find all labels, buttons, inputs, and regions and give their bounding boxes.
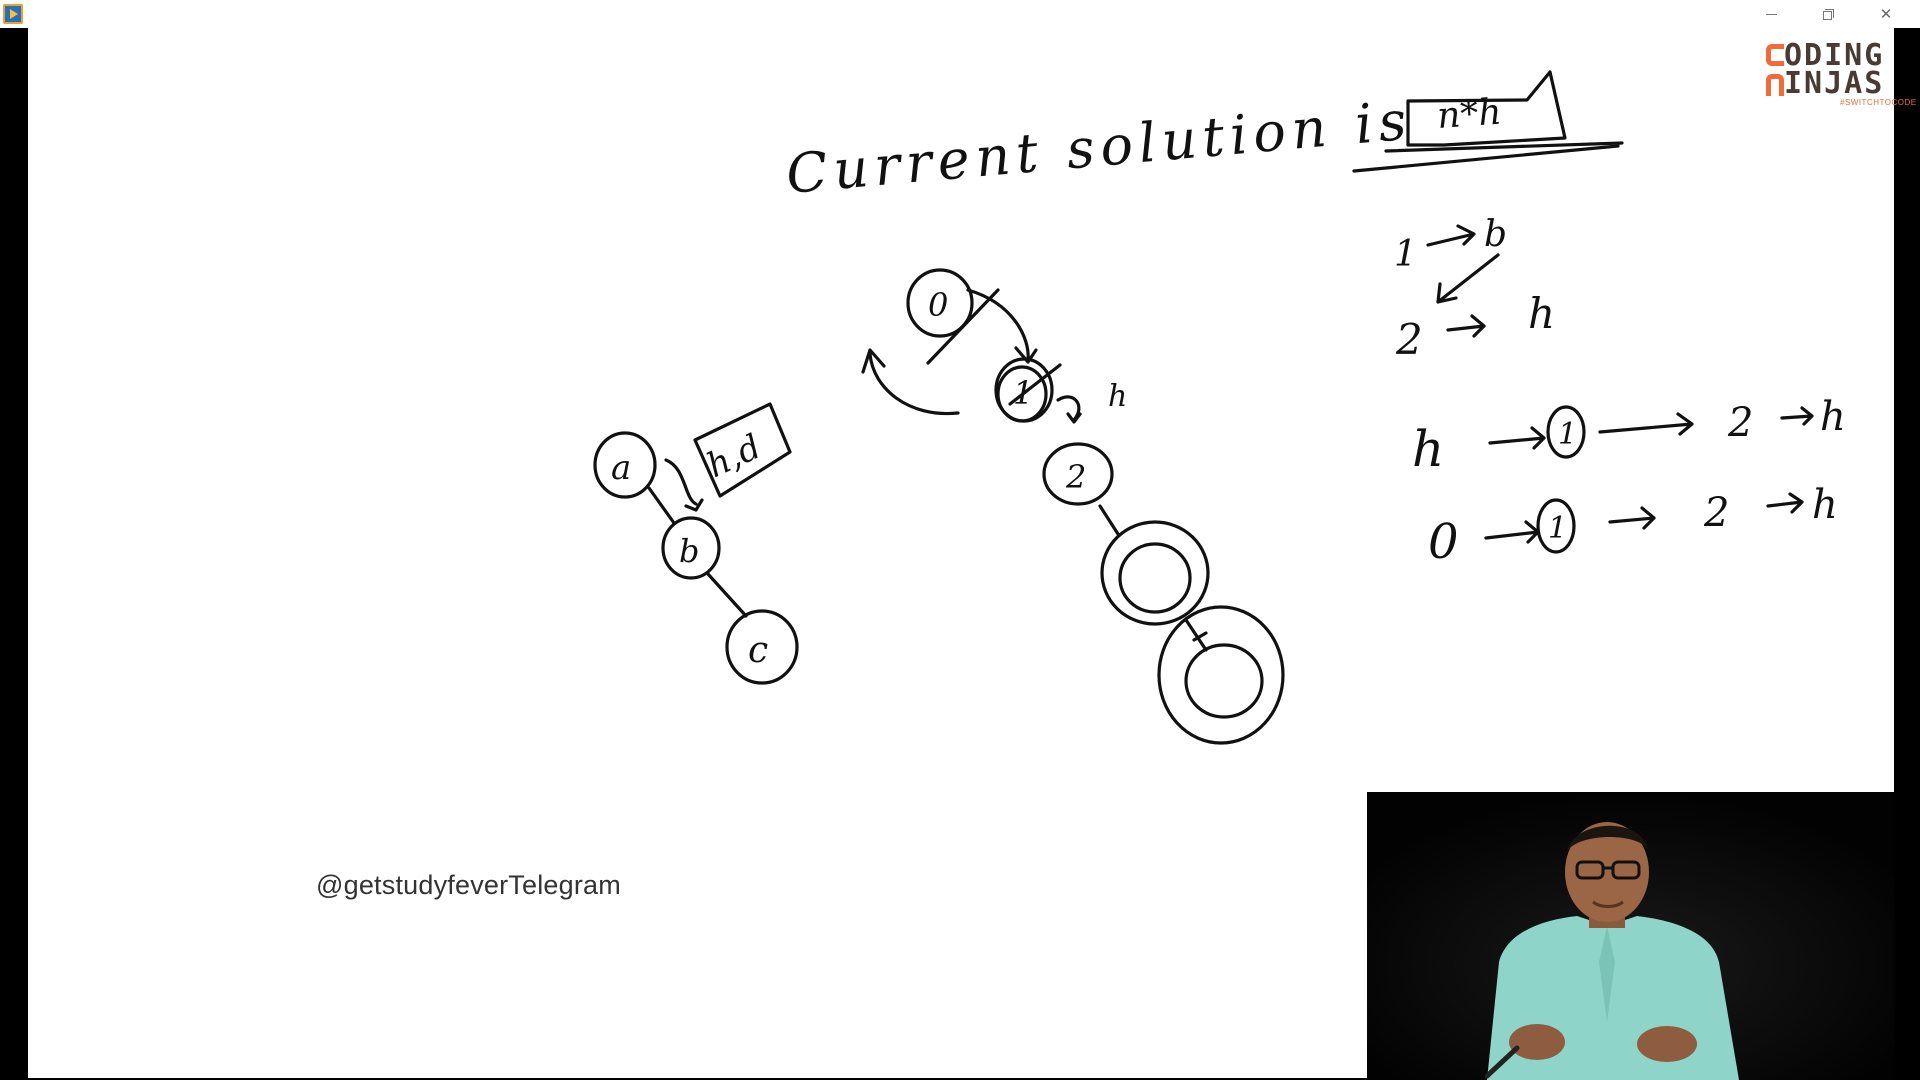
media-player-icon[interactable] xyxy=(3,4,23,24)
instructor-figure xyxy=(1367,792,1894,1080)
node-2-circle xyxy=(1042,442,1114,506)
inner-circle-3 xyxy=(1118,542,1192,614)
note-4-c: 2 xyxy=(1703,490,1729,536)
note-1-left: 1 xyxy=(1394,234,1417,275)
whiteboard-ink: Current solution is n*h a b c h,d 0 1 2 … xyxy=(593,70,1846,745)
node-2-label: 2 xyxy=(1065,458,1086,496)
note-arrow-4 xyxy=(1598,412,1694,436)
outer-circle-4 xyxy=(1157,605,1285,745)
node-0-strike xyxy=(926,288,1000,365)
inner-circle-4 xyxy=(1184,643,1264,719)
node-1-label: 1 xyxy=(1013,374,1033,412)
heading-box-label: n*h xyxy=(1436,92,1503,137)
node-b-label: b xyxy=(679,532,699,570)
instructor-video xyxy=(1367,792,1894,1080)
note-arrow-8 xyxy=(1766,492,1804,514)
note-arrow-1 xyxy=(1426,224,1476,247)
logo-c-mark xyxy=(1766,44,1784,66)
curly-arrow-left xyxy=(664,458,704,512)
note-2-right: h xyxy=(1528,289,1555,338)
minimize-icon xyxy=(1765,13,1777,15)
note-arrow-2 xyxy=(1446,314,1486,338)
small-arrow-h xyxy=(1056,395,1082,424)
node-c-label: c xyxy=(748,630,768,671)
note-circle-1b xyxy=(1536,498,1576,554)
edge-3-4 xyxy=(1184,618,1208,652)
restore-button[interactable] xyxy=(1800,0,1856,28)
note-arrow-6 xyxy=(1484,520,1540,544)
coding-ninjas-logo: ODING INJAS #SWITCHTOCODE xyxy=(1750,36,1916,116)
logo-line-2: INJAS xyxy=(1784,66,1885,101)
edge-a-b xyxy=(647,486,676,525)
watermark-text: @getstudyfeverTelegram xyxy=(316,870,621,900)
edge-b-c xyxy=(706,572,748,618)
note-arrow-down xyxy=(1436,253,1500,304)
note-arrow-5 xyxy=(1780,406,1814,426)
instructor-head xyxy=(1565,822,1649,922)
note-circle-1a xyxy=(1546,405,1586,459)
node-b-circle xyxy=(661,516,721,580)
note-2-left: 2 xyxy=(1395,315,1423,364)
logo-line-1: ODING xyxy=(1784,38,1885,73)
note-arrow-7 xyxy=(1608,506,1656,530)
heading-text: Current solution is xyxy=(784,88,1415,205)
note-3-a: h xyxy=(1412,420,1444,478)
edge-2-next xyxy=(1098,504,1120,536)
instructor-left-hand xyxy=(1509,1024,1565,1060)
outer-circle-3 xyxy=(1100,520,1210,626)
note-4-a: 0 xyxy=(1428,514,1459,570)
logo-tagline: #SWITCHTOCODE xyxy=(1840,98,1917,107)
close-icon: ✕ xyxy=(1879,5,1893,23)
node-c-circle xyxy=(725,609,799,685)
restore-icon xyxy=(1823,9,1834,20)
node-0-circle xyxy=(906,268,974,338)
whiteboard-video-frame[interactable]: Current solution is n*h a b c h,d 0 1 2 … xyxy=(28,28,1916,1078)
edge-0-1-arrow xyxy=(966,288,1038,364)
minimize-button[interactable] xyxy=(1743,0,1799,28)
note-3-d: h xyxy=(1820,394,1846,440)
heading-box xyxy=(1406,70,1567,147)
tick-3-4 xyxy=(1192,631,1208,642)
node-1-circle-2 xyxy=(996,365,1048,423)
note-arrow-3 xyxy=(1488,426,1546,450)
box-hd xyxy=(693,402,792,498)
heading-underline xyxy=(1352,144,1620,173)
note-3-c: 2 xyxy=(1727,400,1753,446)
logo-n-mark xyxy=(1766,74,1784,96)
close-button[interactable]: ✕ xyxy=(1858,0,1914,28)
instructor-right-hand xyxy=(1637,1026,1697,1062)
node-a-circle xyxy=(593,431,657,499)
middle-arrow-label: h xyxy=(1108,379,1127,414)
node-0-label: 0 xyxy=(928,286,948,324)
title-bar[interactable]: ✕ xyxy=(0,0,1920,28)
node-1-strike xyxy=(1008,363,1062,406)
note-4-d: h xyxy=(1812,482,1838,528)
heading-underline-2 xyxy=(1384,141,1624,153)
note-1-right: b xyxy=(1484,214,1507,255)
note-3-b: 1 xyxy=(1558,417,1577,452)
node-a-label: a xyxy=(611,448,631,488)
note-4-b: 1 xyxy=(1548,511,1567,546)
back-arrow xyxy=(861,348,960,416)
